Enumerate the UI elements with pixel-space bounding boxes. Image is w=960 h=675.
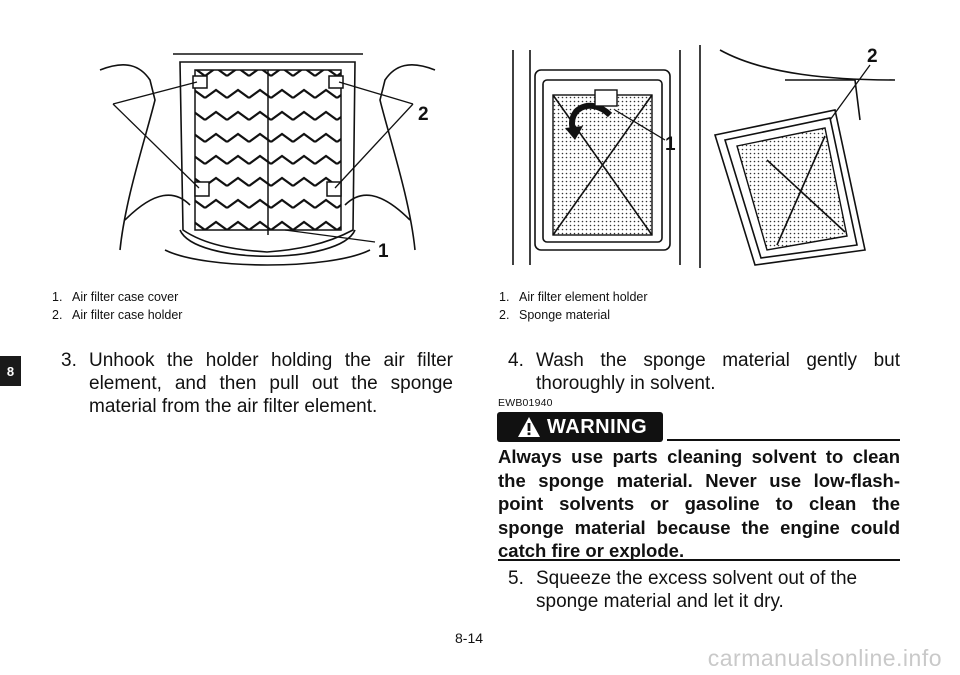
warning-top-rule [667,439,900,441]
chapter-tab: 8 [0,356,21,386]
warning-bottom-rule [498,559,900,561]
step-3: 3. Unhook the holder holding the air fil… [61,349,453,418]
figure-right-legend: 1.Air filter element holder 2.Sponge mat… [499,288,648,324]
callout-sponge-2: 2 [867,46,878,67]
warning-label: WARNING [547,415,648,438]
sponge-element-illustration: 1 2 [505,40,900,272]
callout-cover-1: 1 [378,241,389,262]
step-5: 5. Squeeze the excess solvent out of the… [508,567,900,613]
legend-item: 1.Air filter element holder [499,290,648,304]
step-number: 3. [61,350,77,371]
figure-left-legend: 1.Air filter case cover 2.Air filter cas… [52,288,182,324]
warning-code: EWB01940 [498,397,553,409]
legend-item: 1.Air filter case cover [52,290,179,304]
page-number: 8-14 [455,630,484,646]
site-watermark: carmanualsonline.info [707,645,942,671]
step-text: Squeeze the excess solvent out of the sp… [536,568,858,612]
step-number: 4. [508,350,524,371]
warning-text: Always use parts cleaning solvent to cle… [498,446,900,561]
legend-item: 2.Sponge material [499,308,611,322]
step-number: 5. [508,568,524,589]
legend-item: 2.Air filter case holder [52,308,183,322]
air-filter-case-illustration: 2 2 1 [95,40,440,272]
callout-left-2: 2 [95,98,96,119]
step-text: Wash the sponge material gently but thor… [536,350,900,394]
warning-badge: WARNING [497,412,663,442]
step-4: 4. Wash the sponge material gently but t… [508,349,900,395]
callout-holder-1: 1 [665,134,676,155]
step-text: Unhook the holder holding the air filter… [89,350,453,417]
warning-triangle-icon [518,417,540,437]
callout-right-2: 2 [418,104,429,125]
